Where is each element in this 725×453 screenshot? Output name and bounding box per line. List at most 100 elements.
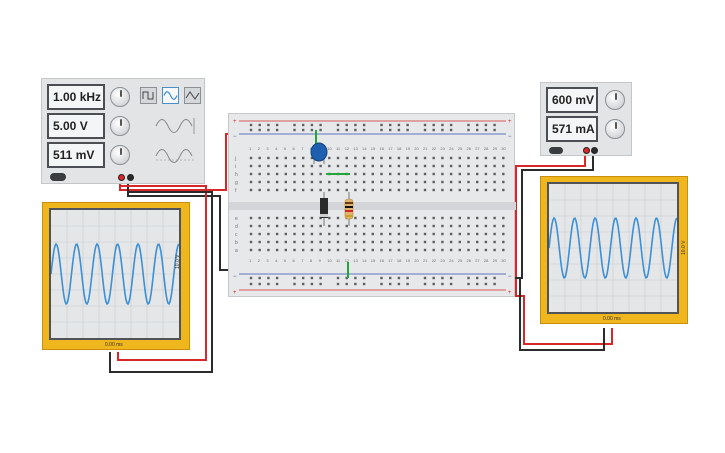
rail-hole[interactable]: [493, 123, 496, 127]
breadboard-hole[interactable]: [302, 240, 305, 244]
breadboard-hole[interactable]: [249, 216, 253, 220]
breadboard-hole[interactable]: [406, 188, 409, 192]
rail-hole[interactable]: [493, 276, 496, 280]
breadboard-hole[interactable]: [458, 232, 461, 236]
breadboard-hole[interactable]: [267, 156, 270, 160]
breadboard-hole[interactable]: [449, 240, 453, 244]
ceramic-capacitor[interactable]: [310, 142, 328, 164]
rail-hole[interactable]: [354, 276, 357, 280]
breadboard-hole[interactable]: [432, 224, 435, 228]
breadboard-hole[interactable]: [493, 216, 496, 220]
breadboard-hole[interactable]: [371, 156, 374, 160]
rail-hole[interactable]: [476, 282, 479, 286]
breadboard-hole[interactable]: [275, 164, 279, 168]
rail-hole[interactable]: [249, 123, 253, 127]
power-supply[interactable]: 600 mV 571 mA: [540, 82, 632, 156]
square-wave-button[interactable]: [140, 87, 157, 104]
breadboard-hole[interactable]: [449, 172, 453, 176]
breadboard-hole[interactable]: [362, 224, 366, 228]
breadboard-hole[interactable]: [258, 164, 261, 168]
breadboard-hole[interactable]: [458, 248, 461, 252]
rail-hole[interactable]: [319, 282, 322, 286]
breadboard-hole[interactable]: [267, 240, 270, 244]
breadboard-hole[interactable]: [258, 232, 261, 236]
breadboard-hole[interactable]: [319, 240, 322, 244]
rail-hole[interactable]: [302, 128, 305, 132]
rail-hole[interactable]: [380, 276, 383, 280]
breadboard-hole[interactable]: [476, 232, 479, 236]
breadboard-hole[interactable]: [423, 172, 427, 176]
breadboard-hole[interactable]: [354, 180, 357, 184]
breadboard-hole[interactable]: [406, 248, 409, 252]
rail-hole[interactable]: [449, 128, 453, 132]
breadboard-hole[interactable]: [293, 216, 296, 220]
breadboard-hole[interactable]: [354, 156, 357, 160]
wire-scope-right-black[interactable]: [519, 277, 605, 351]
rail-hole[interactable]: [336, 123, 340, 127]
breadboard-hole[interactable]: [441, 188, 444, 192]
breadboard-hole[interactable]: [389, 164, 392, 168]
rail-hole[interactable]: [467, 128, 470, 132]
breadboard-hole[interactable]: [362, 172, 366, 176]
rail-hole[interactable]: [293, 128, 296, 132]
breadboard-hole[interactable]: [449, 156, 453, 160]
breadboard-hole[interactable]: [467, 156, 470, 160]
breadboard-hole[interactable]: [371, 232, 374, 236]
breadboard-hole[interactable]: [319, 248, 322, 252]
breadboard-hole[interactable]: [397, 216, 401, 220]
breadboard-hole[interactable]: [284, 164, 287, 168]
breadboard-hole[interactable]: [267, 216, 270, 220]
breadboard-hole[interactable]: [258, 240, 261, 244]
rail-hole[interactable]: [345, 128, 348, 132]
rail-hole[interactable]: [302, 123, 305, 127]
breadboard-hole[interactable]: [397, 240, 401, 244]
breadboard-hole[interactable]: [310, 172, 314, 176]
rail-hole[interactable]: [275, 276, 279, 280]
rail-hole[interactable]: [345, 123, 348, 127]
breadboard-hole[interactable]: [302, 216, 305, 220]
breadboard-hole[interactable]: [371, 180, 374, 184]
breadboard-hole[interactable]: [415, 164, 418, 168]
breadboard-hole[interactable]: [354, 164, 357, 168]
breadboard-hole[interactable]: [284, 232, 287, 236]
breadboard-hole[interactable]: [423, 164, 427, 168]
breadboard-hole[interactable]: [458, 188, 461, 192]
breadboard-hole[interactable]: [275, 248, 279, 252]
breadboard-hole[interactable]: [319, 232, 322, 236]
rail-hole[interactable]: [310, 282, 314, 286]
breadboard-hole[interactable]: [389, 180, 392, 184]
breadboard-hole[interactable]: [502, 216, 505, 220]
rail-hole[interactable]: [449, 123, 453, 127]
breadboard-hole[interactable]: [293, 248, 296, 252]
breadboard-hole[interactable]: [467, 180, 470, 184]
breadboard-hole[interactable]: [441, 172, 444, 176]
fg-negative-terminal[interactable]: [127, 174, 134, 181]
breadboard-hole[interactable]: [371, 216, 374, 220]
breadboard-hole[interactable]: [389, 188, 392, 192]
rail-hole[interactable]: [249, 276, 253, 280]
breadboard-hole[interactable]: [449, 216, 453, 220]
rail-hole[interactable]: [362, 128, 366, 132]
rail-hole[interactable]: [336, 276, 340, 280]
breadboard-hole[interactable]: [441, 240, 444, 244]
breadboard-hole[interactable]: [293, 240, 296, 244]
breadboard-hole[interactable]: [502, 164, 505, 168]
breadboard-hole[interactable]: [275, 172, 279, 176]
breadboard-hole[interactable]: [484, 156, 488, 160]
rail-hole[interactable]: [310, 276, 314, 280]
breadboard-hole[interactable]: [249, 224, 253, 228]
rail-hole[interactable]: [275, 128, 279, 132]
breadboard-hole[interactable]: [380, 240, 383, 244]
rail-hole[interactable]: [310, 123, 314, 127]
breadboard-hole[interactable]: [249, 232, 253, 236]
breadboard-hole[interactable]: [397, 188, 401, 192]
breadboard-hole[interactable]: [432, 156, 435, 160]
breadboard-hole[interactable]: [345, 240, 348, 244]
breadboard-hole[interactable]: [458, 172, 461, 176]
breadboard-hole[interactable]: [476, 180, 479, 184]
breadboard-hole[interactable]: [258, 224, 261, 228]
rail-hole[interactable]: [319, 128, 322, 132]
breadboard-hole[interactable]: [406, 224, 409, 228]
breadboard-hole[interactable]: [371, 172, 374, 176]
breadboard-hole[interactable]: [249, 188, 253, 192]
